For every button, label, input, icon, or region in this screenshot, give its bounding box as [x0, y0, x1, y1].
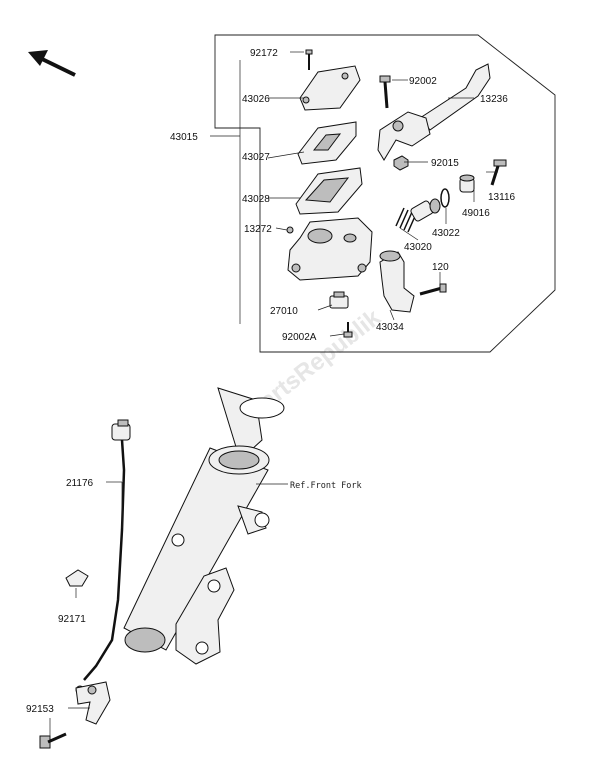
- diaphragm-43028-icon: [295, 167, 363, 215]
- label-92002A[interactable]: 92002A: [282, 332, 317, 343]
- abs-sensor-21176-icon: [75, 419, 131, 695]
- label-120[interactable]: 120: [432, 262, 449, 273]
- label-43015[interactable]: 43015: [170, 132, 198, 143]
- reservoir-cap-43026-icon: [299, 65, 361, 111]
- piston-kit-43020-icon: [395, 198, 441, 233]
- label-43028[interactable]: 43028: [242, 194, 270, 205]
- screw-92002-icon: [379, 75, 391, 109]
- label-92172[interactable]: 92172: [250, 48, 278, 59]
- label-49016[interactable]: 49016: [462, 208, 490, 219]
- label-13116[interactable]: 13116: [488, 192, 516, 203]
- label-27010[interactable]: 27010: [270, 306, 298, 317]
- label-92153[interactable]: 92153: [26, 704, 54, 715]
- label-43022[interactable]: 43022: [432, 228, 460, 239]
- assembly-box: [214, 34, 556, 353]
- label-ref-front-fork: Ref.Front Fork: [290, 481, 362, 491]
- circlip-43022-icon: [440, 188, 450, 208]
- clamp-92171-icon: [65, 569, 89, 587]
- switch-27010-icon: [329, 291, 349, 309]
- label-43027[interactable]: 43027: [242, 152, 270, 163]
- screw-13272-icon: [286, 226, 294, 234]
- bracket-92153-icon: [39, 681, 111, 749]
- nut-92015-icon: [393, 155, 409, 171]
- label-92015[interactable]: 92015: [431, 158, 459, 169]
- leader-lines: [49, 51, 498, 738]
- label-21176[interactable]: 21176: [66, 478, 94, 489]
- label-92171[interactable]: 92171: [58, 614, 86, 625]
- label-92002[interactable]: 92002: [409, 76, 437, 87]
- diaphragm-plate-43027-icon: [297, 121, 357, 165]
- bolt-120-icon: [419, 283, 447, 296]
- direction-arrow-icon: [28, 50, 76, 77]
- front-fork-icon: [123, 387, 285, 665]
- bolt-92172-icon: [305, 49, 313, 70]
- screw-92002A-icon: [343, 322, 353, 338]
- label-13236[interactable]: 13236: [480, 94, 508, 105]
- holder-43034-icon: [379, 250, 415, 313]
- bushing-49016-icon: [459, 174, 475, 193]
- label-43034[interactable]: 43034: [376, 322, 404, 333]
- master-cylinder-body-icon: [287, 217, 373, 281]
- pin-13116-icon: [490, 159, 507, 186]
- label-13272[interactable]: 13272: [244, 224, 272, 235]
- label-43020[interactable]: 43020: [404, 242, 432, 253]
- label-43026[interactable]: 43026: [242, 94, 270, 105]
- brake-lever-13236-icon: [377, 63, 491, 161]
- part-labels: 43015 92172 43026 92002 13236 43027 9201…: [26, 48, 516, 715]
